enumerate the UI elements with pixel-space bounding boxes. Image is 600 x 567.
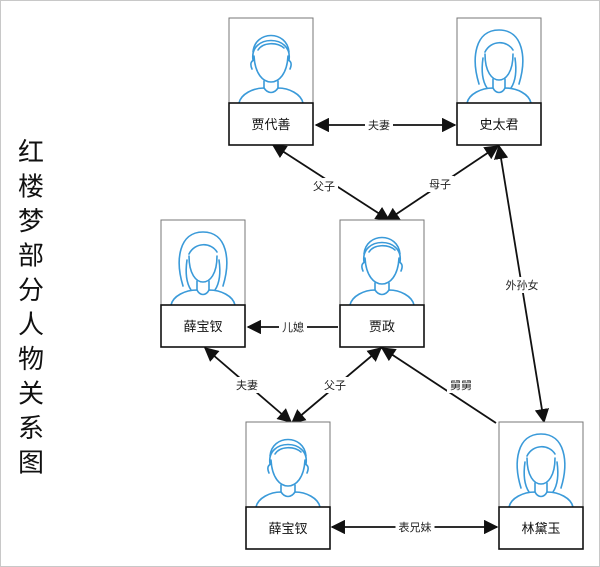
title-char: 关 [18, 380, 44, 410]
female-avatar-icon [466, 29, 532, 104]
title-char: 图 [18, 449, 44, 479]
person-node-shi-taijun: 史太君 [456, 17, 542, 146]
photo-frame [339, 219, 425, 306]
name-box [245, 506, 331, 550]
title-char: 物 [18, 345, 44, 375]
person-name: 贾代善 [251, 117, 290, 133]
person-name: 林黛玉 [521, 522, 560, 537]
relation-label: 舅舅 [450, 379, 472, 392]
photo-frame [456, 17, 542, 104]
relation-edge-jia-zheng-xue-baochai-bottom: 父子 [290, 347, 383, 424]
relation-label: 夫妻 [368, 119, 390, 132]
female-avatar-icon [170, 231, 236, 306]
photo-frame [228, 17, 314, 104]
relation-label: 夫妻 [236, 379, 258, 392]
relation-edge-shi-taijun-jia-zheng: 母子 [384, 145, 500, 222]
person-nodes: 贾代善史太君贾政薛宝钗薛宝钗林黛玉 [160, 17, 584, 550]
relation-label: 父子 [313, 180, 335, 193]
title-char: 楼 [18, 173, 44, 203]
relation-label: 外孙女 [506, 278, 539, 292]
relation-edge-lin-daiyu-jia-zheng: 舅舅 [380, 347, 497, 424]
person-node-jia-daishan: 贾代善 [228, 17, 314, 146]
name-box [339, 304, 425, 348]
female-avatar-icon [508, 433, 574, 508]
name-box [498, 506, 584, 550]
male-avatar-icon [255, 438, 321, 508]
name-box [160, 304, 246, 348]
title-char: 部 [18, 242, 44, 272]
person-node-lin-daiyu: 林黛玉 [498, 421, 584, 550]
relation-edges: 夫妻父子母子外孙女儿媳夫妻父子舅舅表兄妹 [203, 117, 550, 535]
relation-label-bg [310, 178, 338, 194]
relation-edge-xue-baochai-bottom-lin-daiyu: 表兄妹 [330, 519, 499, 535]
relation-edge-jia-daishan-shi-taijun: 夫妻 [314, 117, 457, 133]
person-node-jia-zheng: 贾政 [339, 219, 425, 348]
relation-label: 儿媳 [282, 320, 304, 334]
relation-label-bg [426, 176, 454, 192]
title-char: 红 [18, 138, 44, 168]
relation-label: 母子 [429, 178, 451, 191]
relation-label-bg [233, 377, 261, 393]
relation-edge-jia-zheng-xue-baochai-left: 儿媳 [246, 319, 338, 335]
relation-edge-shi-taijun-lin-daiyu: 外孙女 [493, 144, 550, 424]
relation-edge-jia-daishan-jia-zheng: 父子 [271, 144, 391, 221]
relation-label-bg [447, 377, 475, 393]
male-avatar-icon [349, 236, 415, 306]
relation-line [380, 347, 497, 424]
male-avatar-icon [238, 34, 304, 104]
title-char: 人 [18, 311, 44, 341]
title-char: 系 [18, 414, 44, 444]
person-name: 薛宝钗 [183, 320, 222, 335]
relation-label-bg [365, 117, 393, 133]
relation-label-bg [502, 277, 542, 293]
person-name: 史太君 [479, 118, 518, 133]
relation-label-bg [395, 519, 435, 535]
name-box [456, 102, 542, 146]
person-name: 薛宝钗 [268, 522, 307, 537]
relation-label-bg [279, 319, 307, 335]
relation-label: 表兄妹 [399, 520, 432, 534]
photo-frame [160, 219, 246, 306]
title-char: 分 [18, 276, 44, 306]
person-node-xue-baochai-left: 薛宝钗 [160, 219, 246, 348]
name-box [228, 102, 314, 146]
photo-frame [245, 421, 331, 508]
relation-edge-xue-baochai-left-xue-baochai-bottom: 夫妻 [203, 347, 293, 423]
title-char: 梦 [18, 207, 44, 237]
person-name: 贾政 [369, 320, 395, 335]
relation-label: 父子 [324, 379, 346, 392]
relation-label-bg [321, 377, 349, 393]
person-node-xue-baochai-bottom: 薛宝钗 [245, 421, 331, 550]
